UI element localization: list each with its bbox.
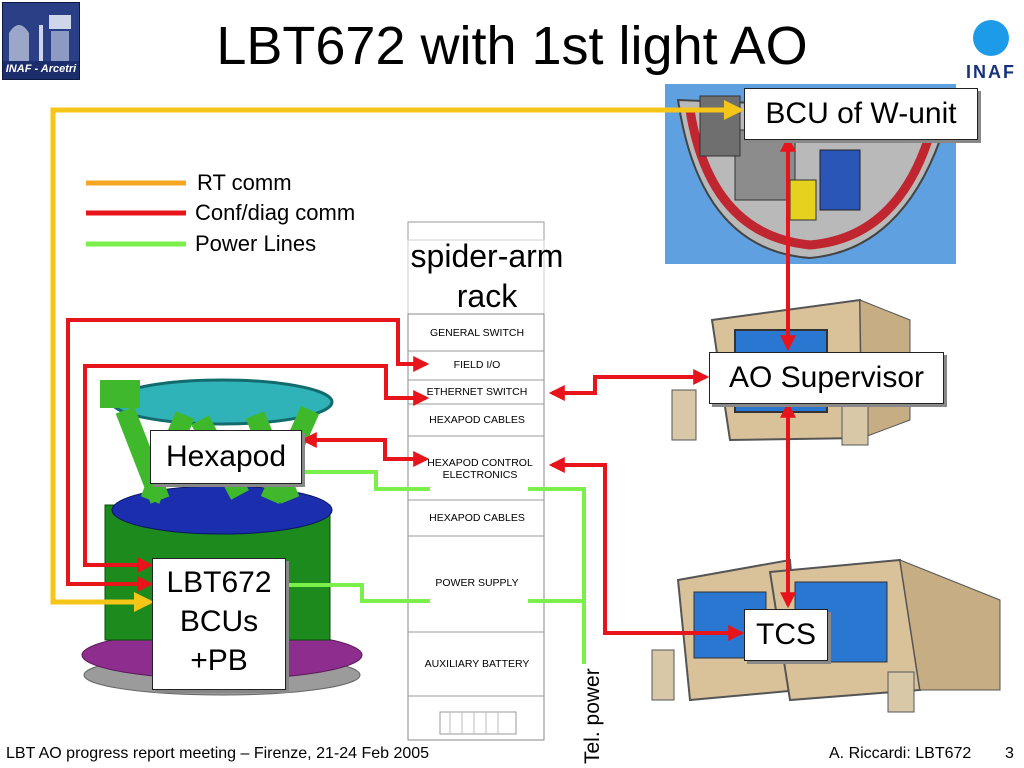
legend-conf-diag-comm: Conf/diag comm	[195, 200, 356, 225]
hexapod-box: Hexapod	[150, 430, 302, 484]
rack-slot-general-switch: GENERAL SWITCH	[429, 327, 525, 339]
legend-rt-comm: RT comm	[197, 170, 292, 195]
conf-line-hce-to-tcs	[548, 457, 745, 641]
legend-power-lines: Power Lines	[195, 231, 317, 256]
conf-line-eth-to-ao	[548, 369, 710, 401]
ao-supervisor-box: AO Supervisor	[709, 352, 944, 404]
inaf-circle-icon	[973, 20, 1009, 56]
right-logo-text: INAF	[966, 62, 1016, 82]
tel-power-label: Tel. power	[581, 668, 604, 764]
tcs-box: TCS	[744, 609, 828, 661]
lbt672-bcus-box: LBT672 BCUs +PB	[152, 558, 286, 690]
power-line-rack-top	[528, 487, 586, 664]
rack-slot-ethernet-switch: ETHERNET SWITCH	[426, 386, 528, 398]
rack-slot-hexapod-cables-1: HEXAPOD CABLES	[429, 414, 525, 426]
bcu-w-unit-box: BCU of W-unit	[744, 88, 978, 140]
observatory-picture	[3, 3, 79, 61]
rack-slot-field-io: FIELD I/O	[453, 359, 501, 371]
left-logo-text: INAF - Arcetri	[5, 63, 77, 75]
rack-slot-auxiliary-battery: AUXILIARY BATTERY	[424, 658, 530, 670]
inaf-arcetri-logo: INAF - Arcetri	[2, 2, 80, 80]
rack-title-line1: spider-arm	[410, 238, 564, 274]
rack-title: spider-arm rack	[400, 236, 574, 316]
conf-line-field-io	[66, 318, 430, 592]
power-line-hexapod	[290, 470, 430, 491]
footer-page-number: 3	[1005, 745, 1014, 762]
footer-meeting: LBT AO progress report meeting – Firenze…	[6, 745, 430, 762]
lbt-bcus-line1: LBT672	[166, 566, 272, 599]
slide-title: LBT672 with 1st light AO	[216, 16, 808, 76]
lbt-bcus-line3: +PB	[190, 644, 248, 677]
rack-title-line2: rack	[456, 278, 518, 314]
rt-comm-line	[50, 100, 744, 612]
lbt-bcus-line2: BCUs	[179, 605, 259, 638]
rack-slot-hexapod-control-electronics: HEXAPOD CONTROL ELECTRONICS	[427, 457, 533, 481]
conf-line-hexapod	[300, 432, 430, 467]
rack-slot-hexapod-cables-2: HEXAPOD CABLES	[429, 512, 525, 524]
conf-line-ethernet	[83, 364, 430, 573]
tel-power-text: Tel. power	[581, 668, 604, 764]
power-line-bcus	[288, 583, 430, 603]
inaf-logo: INAF	[960, 0, 1022, 88]
rack-slot-power-supply: POWER SUPPLY	[435, 577, 519, 589]
footer-author: A. Riccardi: LBT672	[829, 745, 972, 762]
